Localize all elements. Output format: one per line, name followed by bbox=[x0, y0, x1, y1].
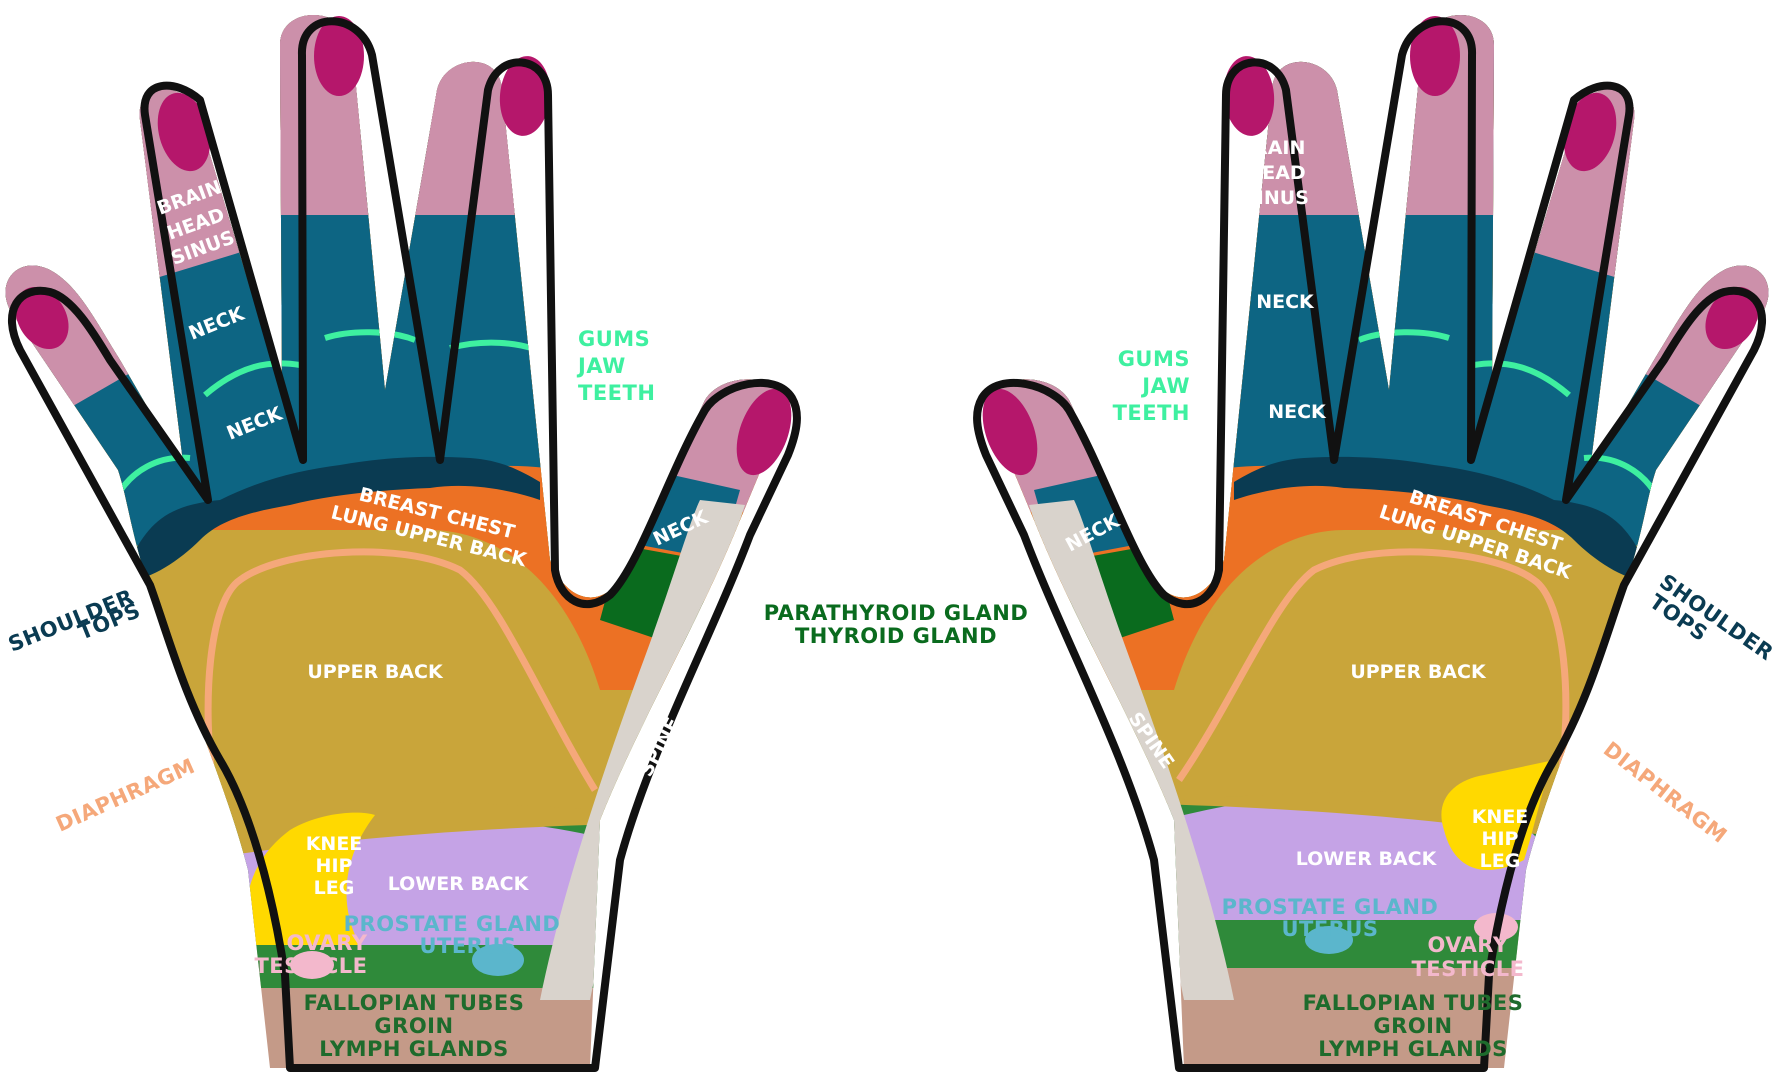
label-fallopian: FALLOPIAN TUBES bbox=[304, 991, 525, 1015]
label-upper-back: UPPER BACK bbox=[307, 661, 444, 683]
nail-icon bbox=[736, 388, 792, 476]
label-testicle: TESTICLE bbox=[1411, 957, 1524, 981]
little-finger-tip bbox=[5, 15, 156, 429]
gums-line-2 bbox=[1473, 360, 1571, 398]
little-finger-tip bbox=[1618, 15, 1769, 429]
gums-line-3 bbox=[324, 329, 417, 343]
label-hip: HIP bbox=[316, 855, 353, 877]
label-lower-back: LOWER BACK bbox=[1296, 848, 1438, 870]
neck-dark-band bbox=[1234, 456, 1644, 580]
label-brain: BRAIN bbox=[1239, 137, 1306, 159]
label-knee: KNEE bbox=[306, 833, 363, 855]
label-leg: LEG bbox=[1480, 850, 1521, 872]
nail-icon bbox=[157, 92, 211, 172]
gums-line-2 bbox=[203, 360, 301, 398]
label-gums: GUMS bbox=[578, 327, 650, 351]
label-neck: NECK bbox=[1268, 401, 1327, 423]
nail-icon bbox=[1223, 56, 1275, 136]
label-knee: KNEE bbox=[1472, 806, 1529, 828]
label-lower-back: LOWER BACK bbox=[388, 873, 530, 895]
label-groin: GROIN bbox=[374, 1014, 453, 1038]
label-ovary: OVARY bbox=[286, 931, 367, 955]
label-leg: LEG bbox=[314, 877, 355, 899]
diaphragm-line bbox=[1176, 548, 1570, 791]
prostate-spot bbox=[472, 944, 524, 976]
fingertips-zone bbox=[984, 15, 1769, 215]
label-jaw: JAW bbox=[576, 354, 626, 378]
nail-icon bbox=[15, 287, 69, 349]
label-testicle: TESTICLE bbox=[254, 954, 367, 978]
label-neck: NECK bbox=[1256, 291, 1315, 313]
label-prostate: PROSTATE GLAND bbox=[344, 912, 561, 936]
label-teeth: TEETH bbox=[578, 381, 655, 405]
label-gums: GUMS bbox=[1118, 347, 1190, 371]
nail-icon bbox=[1705, 287, 1759, 349]
label-fallopian: FALLOPIAN TUBES bbox=[1303, 991, 1524, 1015]
nail-icon bbox=[499, 56, 551, 136]
prostate-spot bbox=[1305, 926, 1353, 954]
label-uterus: UTERUS bbox=[1281, 917, 1378, 941]
nail-icon bbox=[314, 16, 364, 96]
knee-hip-zone bbox=[246, 812, 375, 945]
label-teeth: TEETH bbox=[1113, 401, 1190, 425]
label-head: HEAD bbox=[1246, 162, 1305, 184]
left-hand-outline bbox=[7, 17, 801, 1072]
label-prostate: PROSTATE GLAND bbox=[1222, 895, 1439, 919]
upper-back-region bbox=[1179, 551, 1566, 800]
label-hip: HIP bbox=[1482, 828, 1519, 850]
nail-icon bbox=[1410, 16, 1460, 96]
label-ovary: OVARY bbox=[1427, 933, 1508, 957]
label-upper-back: UPPER BACK bbox=[1350, 661, 1487, 683]
label-thyroid: THYROID GLAND bbox=[795, 624, 997, 648]
gums-line-3 bbox=[1357, 329, 1450, 343]
label-diaphragm: DIAPHRAGM bbox=[1599, 737, 1732, 848]
fingertips-zone bbox=[5, 15, 790, 215]
center-labels: PARATHYROID GLAND THYROID GLAND bbox=[764, 601, 1029, 648]
ovary-spot bbox=[290, 951, 334, 979]
label-lymph: LYMPH GLANDS bbox=[319, 1037, 509, 1061]
neck-dark-band bbox=[130, 456, 540, 580]
label-sinus: SINUS bbox=[1243, 187, 1309, 209]
knee-hip-zone bbox=[1441, 760, 1554, 870]
label-diaphragm: DIAPHRAGM bbox=[52, 754, 198, 837]
upper-back-region bbox=[208, 551, 596, 810]
diaphragm-line bbox=[204, 548, 598, 801]
nail-icon bbox=[1563, 92, 1617, 172]
label-groin: GROIN bbox=[1373, 1014, 1452, 1038]
label-parathyroid: PARATHYROID GLAND bbox=[764, 601, 1029, 625]
label-uterus: UTERUS bbox=[419, 934, 516, 958]
label-lymph: LYMPH GLANDS bbox=[1318, 1037, 1508, 1061]
nail-icon bbox=[982, 388, 1038, 476]
right-hand-outline bbox=[973, 17, 1767, 1072]
label-jaw: JAW bbox=[1140, 374, 1190, 398]
